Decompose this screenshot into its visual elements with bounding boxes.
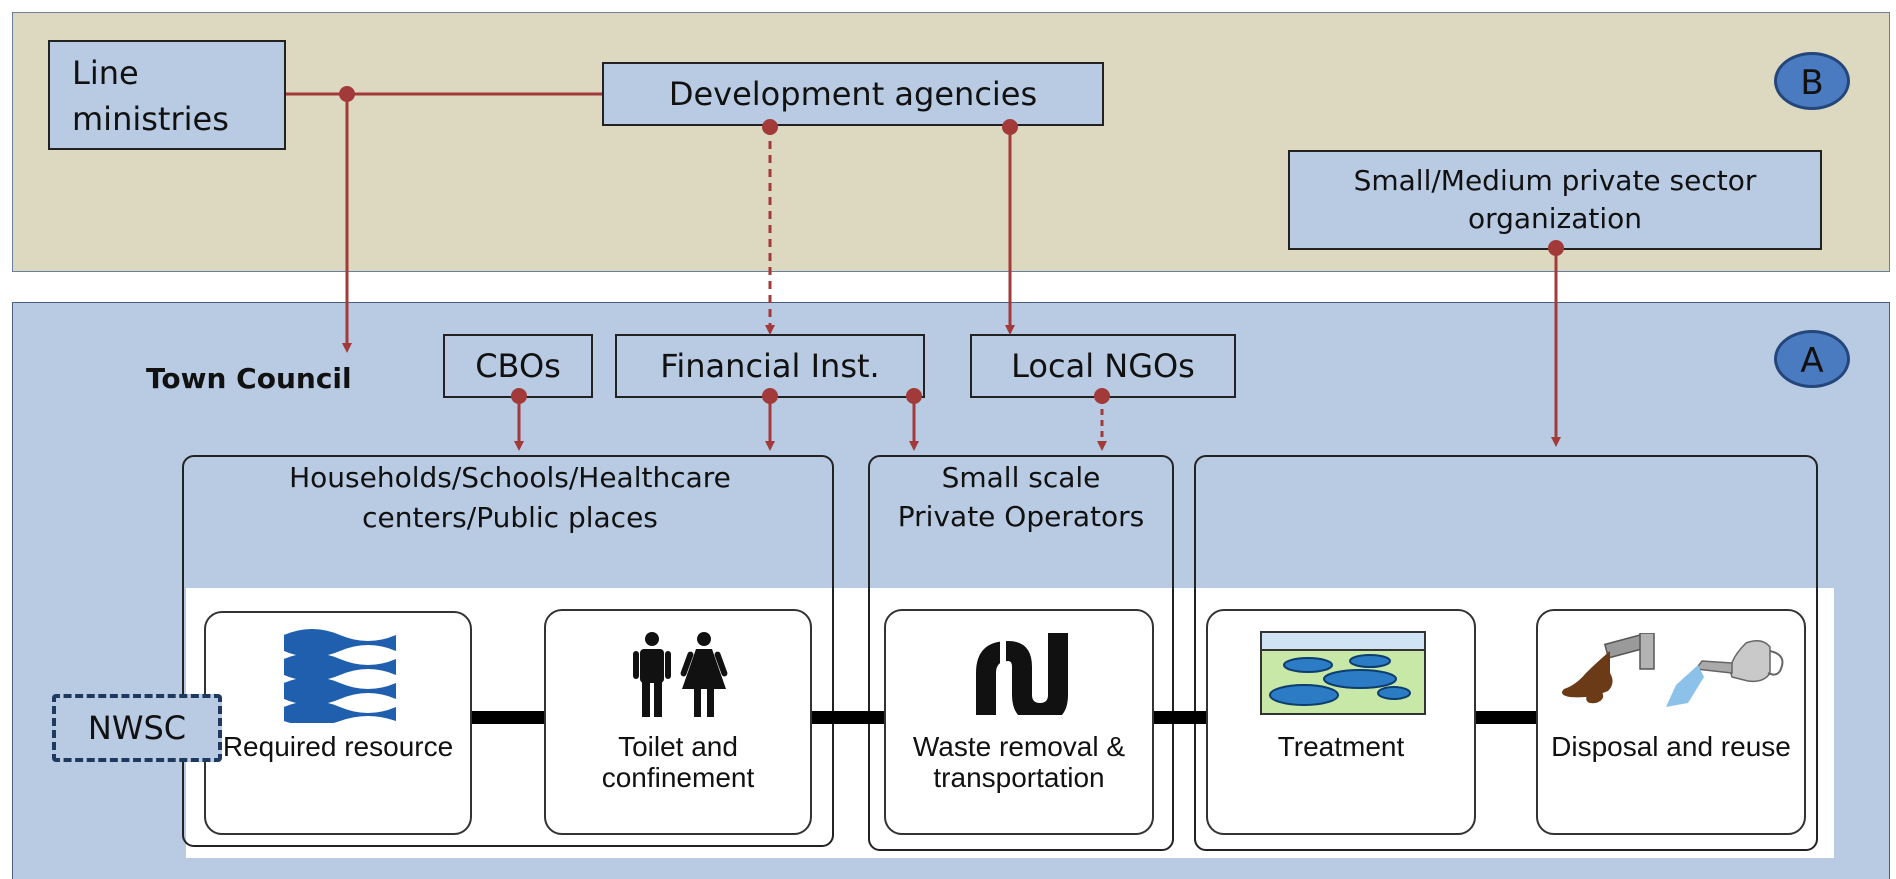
- chain-connector: [1152, 711, 1208, 724]
- town-council-label: Town Council: [146, 362, 352, 395]
- pipe-icon: [976, 633, 1068, 715]
- cbos-box: CBOs: [443, 334, 593, 398]
- households-group-label: Households/Schools/Healthcare centers/Pu…: [289, 461, 731, 534]
- financial-inst-box: Financial Inst.: [615, 334, 925, 398]
- chain-connector: [1474, 711, 1538, 724]
- step-label: Disposal and reuse: [1551, 731, 1791, 762]
- step-label: Waste removal & transportation: [912, 731, 1126, 793]
- chain-connector: [810, 711, 886, 724]
- step-label: Treatment: [1277, 731, 1405, 762]
- panel-a-badge: A: [1774, 330, 1850, 388]
- water-waves-icon: [284, 629, 396, 723]
- operators-group: [868, 455, 1174, 851]
- nwsc-box: NWSC: [52, 694, 222, 762]
- treatment-pond-icon: [1260, 631, 1426, 715]
- step-toilet-confinement: Toilet and confinement: [544, 609, 812, 835]
- line-ministries-box: Line ministries: [48, 40, 286, 150]
- private-sector-group: [1194, 455, 1818, 851]
- step-label: Required resource: [222, 731, 454, 762]
- step-waste-removal: Waste removal & transportation: [884, 609, 1154, 835]
- development-agencies-box: Development agencies: [602, 62, 1104, 126]
- panel-b-badge: B: [1774, 52, 1850, 110]
- operators-group-label: Small scale Private Operators: [897, 461, 1145, 533]
- step-disposal-reuse: Disposal and reuse: [1536, 609, 1806, 835]
- toilet-people-icon: [633, 632, 728, 717]
- step-label: Toilet and confinement: [601, 731, 755, 793]
- chain-connector: [470, 711, 546, 724]
- disposal-reuse-icon: [1562, 633, 1784, 707]
- households-group: [182, 455, 834, 847]
- step-treatment: Treatment: [1206, 609, 1476, 835]
- local-ngos-box: Local NGOs: [970, 334, 1236, 398]
